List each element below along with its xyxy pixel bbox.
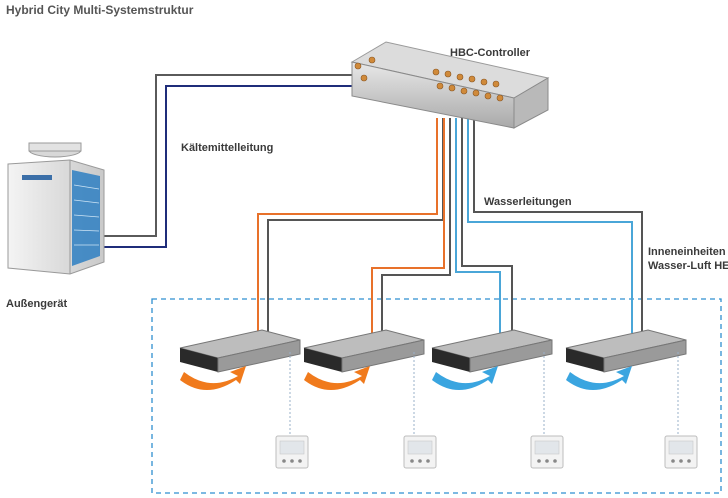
hbc-controller (350, 41, 550, 129)
indoor-unit (179, 329, 301, 390)
hbc-controller-label: HBC-Controller (450, 47, 531, 59)
indoor-unit (431, 329, 553, 390)
indoor-units-label-line2: Wasser-Luft HEX (648, 260, 728, 272)
refrigerant-liquid-pipe (104, 85, 352, 248)
outdoor-unit (7, 142, 105, 275)
remote-controller-icon (664, 435, 698, 469)
airflow-warm-icon (304, 366, 370, 390)
outdoor-unit-label: Außengerät (6, 298, 68, 310)
remote-controller-icon (403, 435, 437, 469)
indoor-units-label-line1: Inneneinheiten (648, 246, 726, 258)
water-pipes (257, 118, 643, 333)
airflow-cool-icon (566, 366, 632, 390)
remote-controller-icon (530, 435, 564, 469)
diagram-title: Hybrid City Multi-Systemstruktur (6, 3, 194, 17)
water-lines-label: Wasserleitungen (484, 196, 572, 208)
indoor-unit (565, 329, 687, 390)
indoor-area-boundary (151, 298, 722, 494)
remote-controller-icon (275, 435, 309, 469)
indoor-units-label: Inneneinheiten Wasser-Luft HEX (648, 245, 728, 273)
refrigerant-line-label: Kältemittelleitung (181, 142, 274, 154)
refrigerant-gas-pipe (104, 74, 352, 237)
airflow-warm-icon (180, 366, 246, 390)
indoor-unit (303, 329, 425, 390)
remote-links (289, 352, 679, 436)
airflow-cool-icon (432, 366, 498, 390)
